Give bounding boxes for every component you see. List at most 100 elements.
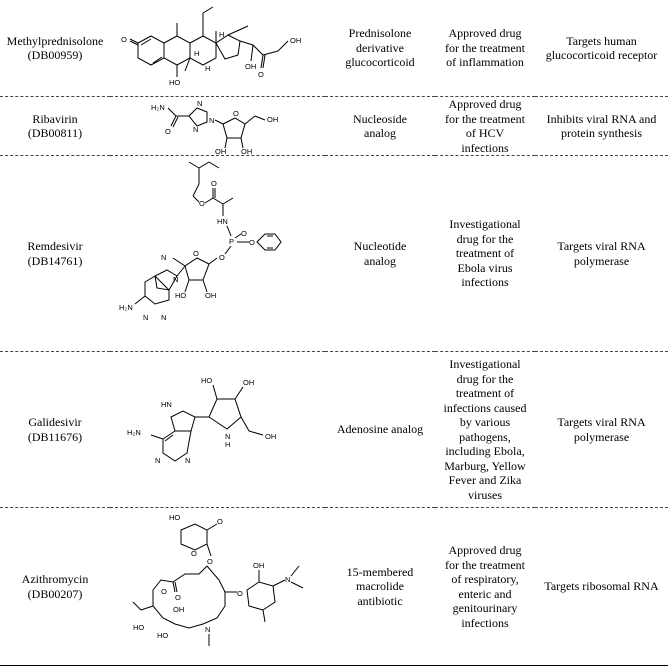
drug-status: Investigational drug for the treatment o… bbox=[443, 357, 527, 502]
drug-class: Nucleoside analog bbox=[353, 111, 407, 141]
atom-label: HO bbox=[157, 631, 168, 640]
drug-class: Nucleotide analog bbox=[353, 239, 407, 268]
class-cell: Nucleotide analog bbox=[325, 155, 435, 352]
structure-cell: O O OH OH HO H H H bbox=[110, 0, 325, 97]
drug-name: Azithromycin bbox=[21, 572, 89, 586]
drug-class: Adenosine analog bbox=[336, 422, 424, 437]
atom-label: O bbox=[217, 517, 223, 526]
atom-label: N bbox=[161, 253, 166, 262]
atom-label: OH bbox=[245, 62, 256, 71]
atom-label: N bbox=[209, 116, 214, 125]
drug-name: Ribavirin bbox=[32, 111, 78, 126]
atom-label: O bbox=[258, 70, 264, 79]
table-row: Ribavirin (DB00811) H₂N O N N N O OH bbox=[0, 96, 668, 156]
drugbank-id: (DB00959) bbox=[27, 48, 83, 62]
drug-name-cell: Azithromycin (DB00207) bbox=[0, 507, 110, 666]
atom-label: N bbox=[205, 625, 210, 634]
atom-label: H₂N bbox=[127, 428, 141, 437]
atom-label: H bbox=[225, 440, 230, 449]
atom-label: H bbox=[194, 49, 199, 58]
atom-label: N bbox=[143, 313, 148, 322]
status-cell: Approved drug for the treatment of HCV i… bbox=[435, 96, 535, 156]
class-cell: Nucleoside analog bbox=[325, 96, 435, 156]
table-row: Galidesivir (DB11676) HN H₂N N N N H HO … bbox=[0, 351, 668, 508]
atom-label: HN bbox=[161, 400, 172, 409]
status-cell: Investigational drug for the treatment o… bbox=[435, 351, 535, 508]
drug-status: Approved drug for the treatment of infla… bbox=[445, 26, 525, 70]
atom-label: O bbox=[165, 127, 171, 136]
atom-label: O bbox=[207, 557, 213, 566]
atom-label: N bbox=[193, 125, 198, 134]
atom-label: OH bbox=[265, 432, 276, 441]
atom-label: P bbox=[229, 237, 234, 246]
drug-status: Approved drug for the treatment of HCV i… bbox=[445, 97, 525, 155]
drug-status: Approved drug for the treatment of respi… bbox=[445, 543, 525, 630]
atom-label: N bbox=[161, 313, 166, 322]
atom-label: O bbox=[249, 238, 255, 247]
atom-label: N bbox=[225, 432, 230, 441]
atom-label: OH bbox=[267, 115, 278, 124]
status-cell: Approved drug for the treatment of infla… bbox=[435, 0, 535, 97]
atom-label: H₂N bbox=[119, 303, 133, 312]
atom-label: HN bbox=[217, 217, 228, 226]
target-cell: Inhibits viral RNA and protein synthesis bbox=[535, 96, 668, 156]
structure-cell: HN H₂N N N N H HO OH OH bbox=[110, 351, 325, 508]
target-cell: Targets viral RNA polymerase bbox=[535, 155, 668, 352]
drug-name: Remdesivir bbox=[27, 239, 83, 253]
class-cell: Adenosine analog bbox=[325, 351, 435, 508]
atom-label: H bbox=[205, 64, 210, 73]
atom-label: HO bbox=[175, 291, 186, 300]
drug-class: Prednisolone derivative glucocorticoid bbox=[345, 26, 415, 70]
atom-label: O bbox=[233, 109, 239, 118]
atom-label: O bbox=[191, 549, 197, 558]
drug-target: Targets viral RNA polymerase bbox=[557, 415, 646, 444]
atom-label: N bbox=[197, 99, 202, 108]
atom-label: O bbox=[193, 249, 199, 258]
target-cell: Targets ribosomal RNA bbox=[535, 507, 668, 666]
atom-label: HO bbox=[133, 623, 144, 632]
drugbank-id: (DB00811) bbox=[27, 126, 83, 140]
atom-label: O bbox=[199, 199, 205, 208]
status-cell: Investigational drug for the treatment o… bbox=[435, 155, 535, 352]
atom-label: HO bbox=[169, 78, 180, 87]
atom-label: OH bbox=[205, 291, 216, 300]
galidesivir-structure: HN H₂N N N N H HO OH OH bbox=[127, 376, 276, 465]
atom-label: OH bbox=[290, 36, 301, 45]
table-row: Azithromycin (DB00207) HO O O O O O OH H… bbox=[0, 507, 668, 666]
atom-label: O bbox=[237, 589, 243, 598]
atom-label: N bbox=[155, 456, 160, 465]
drug-target: Targets viral RNA polymerase bbox=[557, 239, 646, 268]
atom-label: O bbox=[161, 587, 167, 596]
structure-cell: O O HN P O O O O N bbox=[110, 155, 325, 352]
remdesivir-structure: O O HN P O O O O N bbox=[119, 161, 282, 322]
atom-label: OH bbox=[241, 147, 252, 156]
table-row: Remdesivir (DB14761) O O HN P O O bbox=[0, 155, 668, 352]
atom-label: HO bbox=[201, 376, 212, 385]
azithromycin-structure: HO O O O O O OH HO HO N O bbox=[132, 513, 303, 646]
status-cell: Approved drug for the treatment of respi… bbox=[435, 507, 535, 666]
atom-label: O bbox=[219, 253, 225, 262]
drug-name-cell: Ribavirin (DB00811) bbox=[0, 96, 110, 156]
drug-target: Inhibits viral RNA and protein synthesis bbox=[546, 111, 657, 141]
atom-label: O bbox=[121, 35, 127, 44]
class-cell: Prednisolone derivative glucocorticoid bbox=[325, 0, 435, 97]
drug-target: Targets human glucocorticoid receptor bbox=[545, 33, 658, 63]
drugbank-id: (DB11676) bbox=[27, 429, 83, 444]
methylprednisolone-structure: O O OH OH HO H H H bbox=[121, 6, 301, 87]
structure-cell: HO O O O O O OH HO HO N O bbox=[110, 507, 325, 666]
atom-label: HO bbox=[169, 513, 180, 522]
atom-label: OH bbox=[253, 561, 264, 570]
atom-label: OH bbox=[243, 378, 254, 387]
drug-class: 15-membered macrolide antibiotic bbox=[346, 564, 414, 608]
drug-name: Methylprednisolone bbox=[6, 33, 104, 48]
ribavirin-structure: H₂N O N N N O OH OH OH bbox=[151, 99, 278, 156]
atom-label: N bbox=[185, 456, 190, 465]
atom-label: OH bbox=[173, 605, 184, 614]
drugbank-id: (DB14761) bbox=[27, 253, 83, 268]
atom-label: N bbox=[173, 275, 178, 284]
atom-label: O bbox=[211, 179, 217, 188]
drug-status: Investigational drug for the treatment o… bbox=[449, 217, 521, 290]
drug-name: Galidesivir bbox=[28, 415, 82, 429]
drug-name-cell: Methylprednisolone (DB00959) bbox=[0, 0, 110, 97]
